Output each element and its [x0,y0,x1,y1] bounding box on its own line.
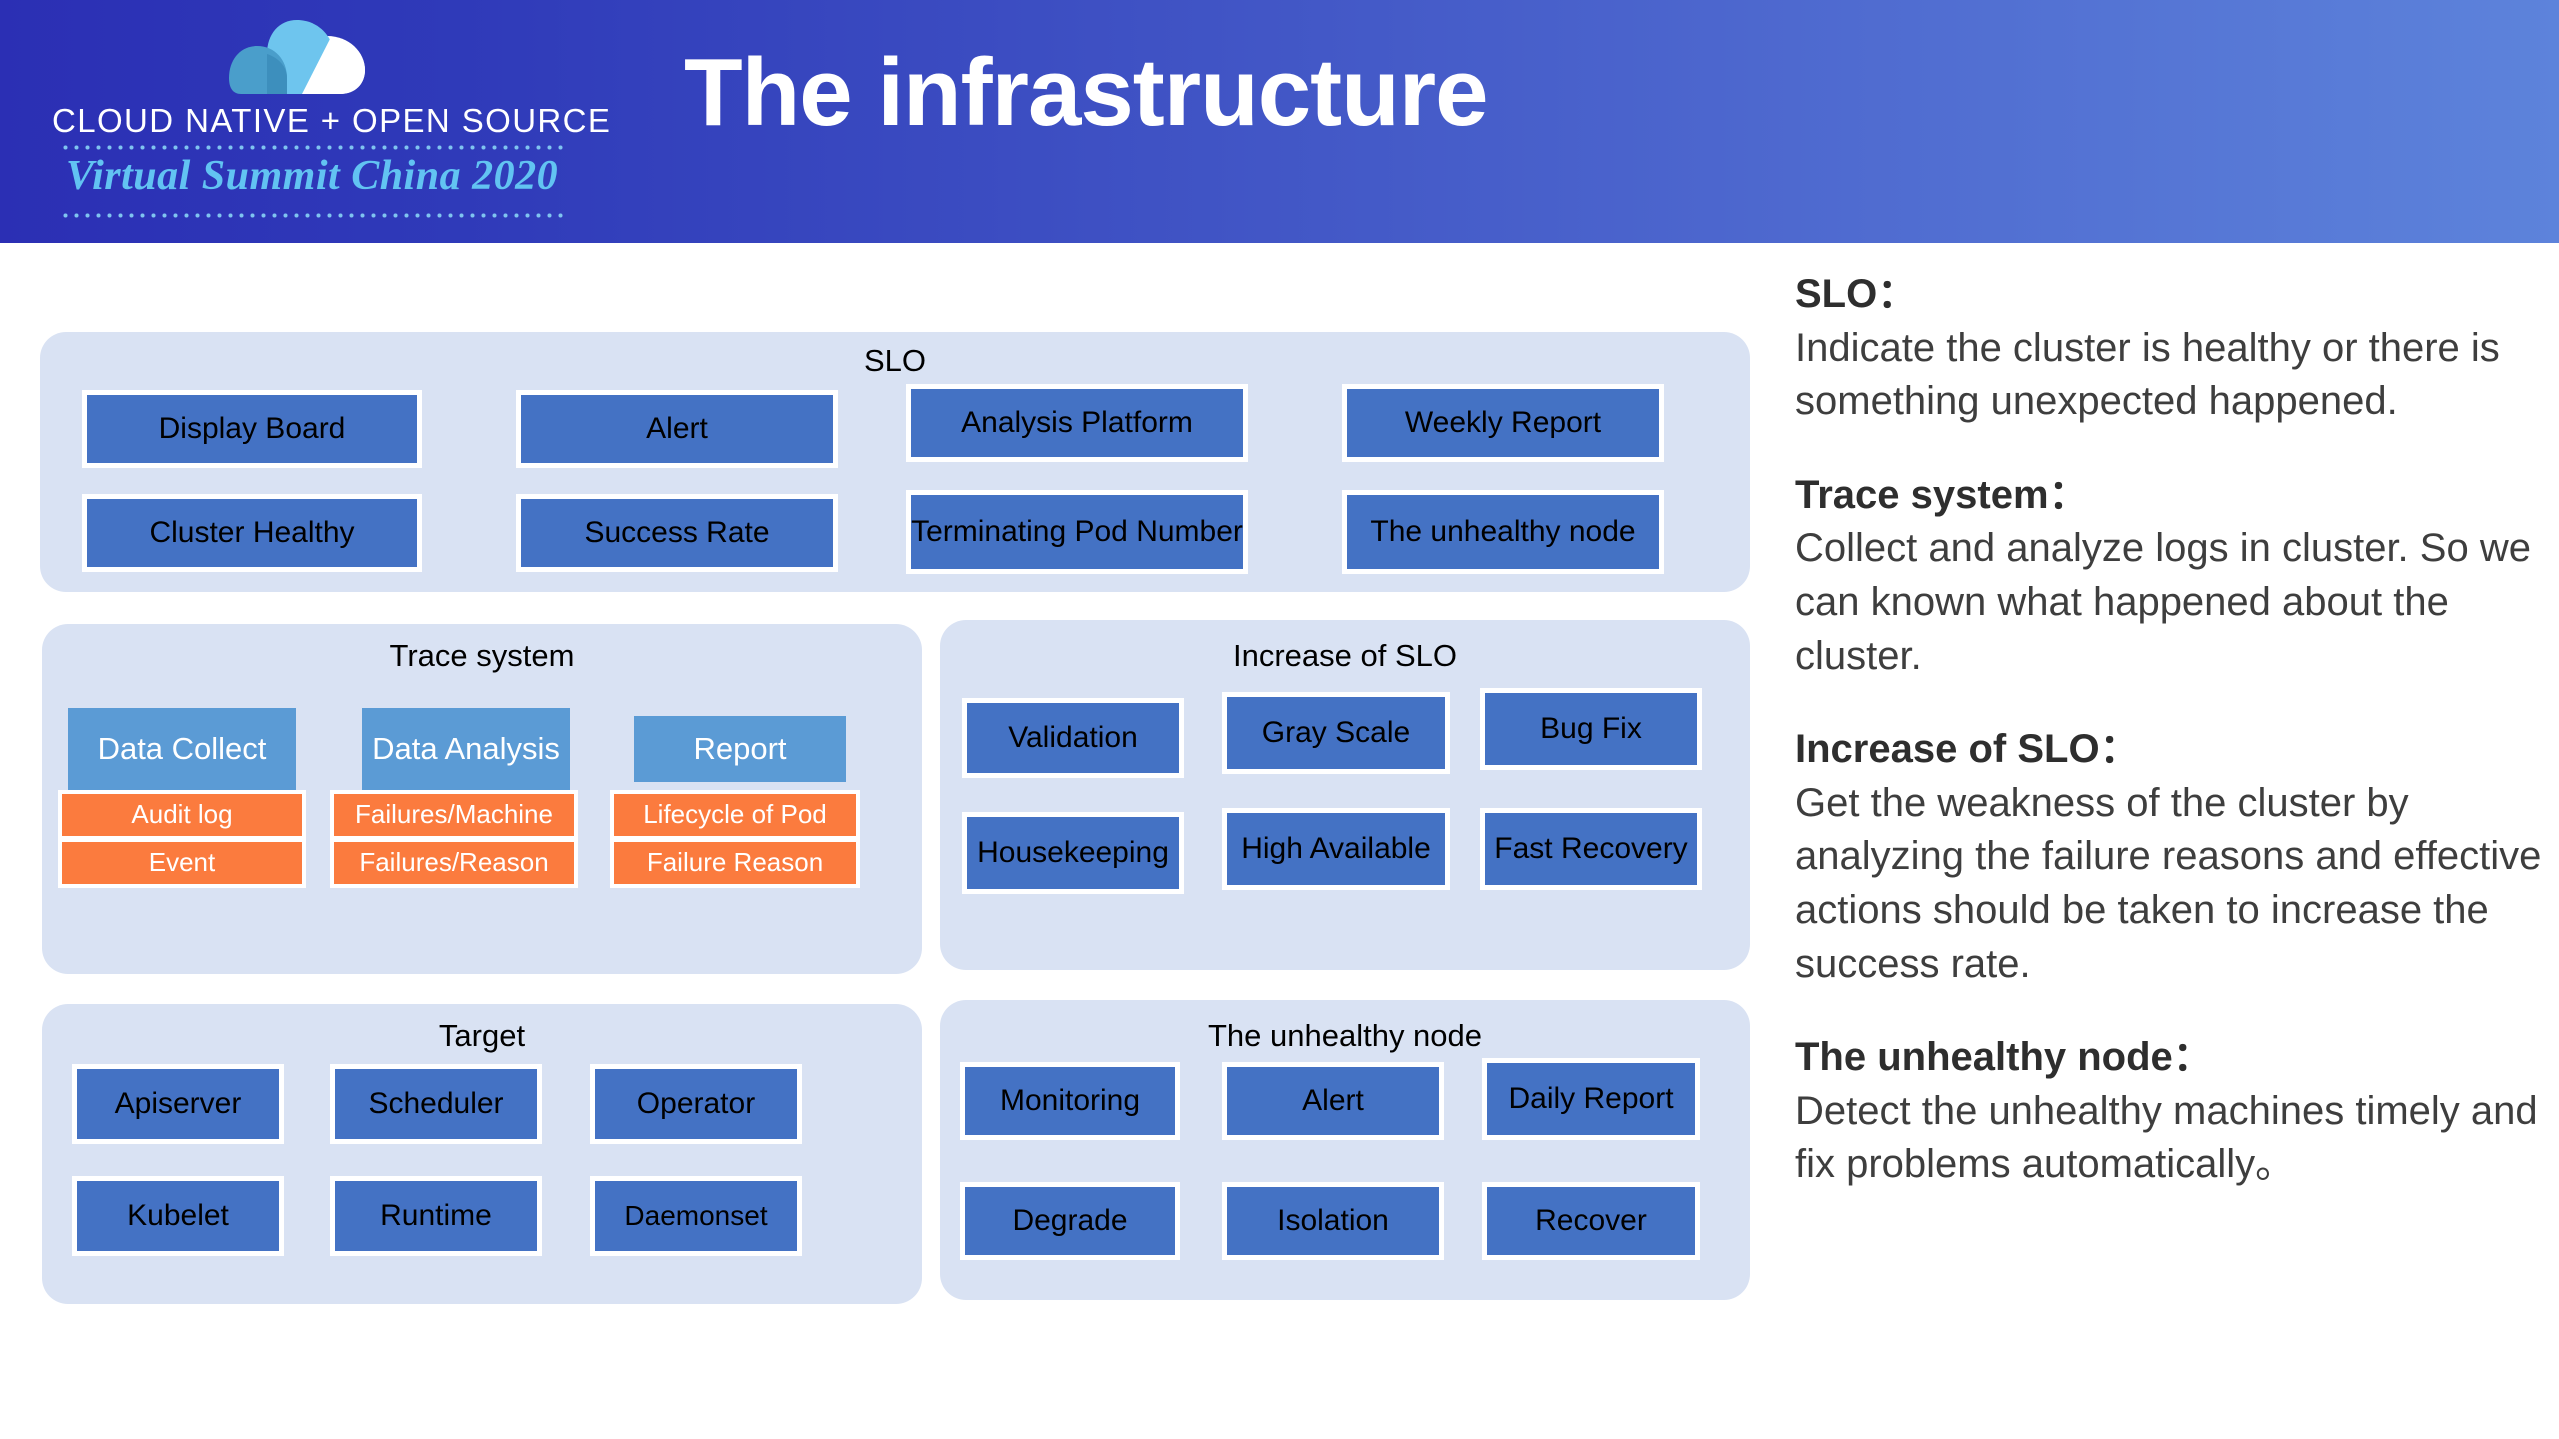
cloud-logo-icon [229,20,365,94]
cell-the-unhealthy-node[interactable]: The unhealthy node [1342,490,1664,574]
panel-target: Target Apiserver Kubelet Scheduler Runti… [42,1004,922,1304]
panel-trace-system-title: Trace system [389,638,575,673]
cell-event[interactable]: Event [58,838,306,888]
panel-increase-of-slo-title: Increase of SLO [1232,638,1457,673]
cell-validation[interactable]: Validation [962,698,1184,778]
panel-unhealthy-node: The unhealthy node Monitoring Degrade Al… [940,1000,1750,1300]
cell-recover[interactable]: Recover [1482,1182,1700,1260]
note-trace-system-heading: Trace system： [1795,469,2555,523]
explanation-notes: SLO： Indicate the cluster is healthy or … [1795,268,2555,1232]
cell-isolation[interactable]: Isolation [1222,1182,1444,1260]
note-slo-separator: ： [1877,272,1918,316]
cell-daemonset[interactable]: Daemonset [590,1176,802,1256]
note-slo: SLO： Indicate the cluster is healthy or … [1795,268,2555,429]
cell-terminating-pod-number[interactable]: Terminating Pod Number [906,490,1248,574]
cell-failures-machine[interactable]: Failures/Machine [330,790,578,840]
note-unhealthy-node-heading: The unhealthy node： [1795,1031,2555,1085]
note-unhealthy-node-body: Detect the unhealthy machines timely and… [1795,1088,2538,1187]
note-trace-system-separator: ： [2048,472,2089,517]
cell-degrade[interactable]: Degrade [960,1182,1180,1260]
note-unhealthy-node-heading-text: The unhealthy node [1795,1035,2173,1080]
cell-high-available[interactable]: High Available [1222,808,1450,890]
cell-report[interactable]: Report [634,716,846,782]
page-title: The infrastructure [684,39,1488,146]
decorative-dot-line-bottom [60,212,564,219]
conference-subtitle: Virtual Summit China 2020 [65,153,559,199]
panel-slo: SLO Display Board Cluster Healthy Alert … [40,332,1750,592]
note-increase-of-slo-separator: ： [2099,727,2140,772]
note-increase-of-slo-body: Get the weakness of the cluster by analy… [1795,780,2542,986]
cell-weekly-report[interactable]: Weekly Report [1342,384,1664,462]
cell-housekeeping[interactable]: Housekeeping [962,812,1184,894]
note-slo-heading-text: SLO [1795,272,1878,316]
cell-lifecycle-of-pod[interactable]: Lifecycle of Pod [610,790,860,840]
cell-display-board[interactable]: Display Board [82,390,422,468]
note-trace-system-body: Collect and analyze logs in cluster. So … [1795,526,2531,678]
note-slo-heading: SLO： [1795,268,2555,322]
note-trace-system-heading-text: Trace system [1795,472,2049,517]
cell-data-collect[interactable]: Data Collect [68,708,296,790]
note-increase-of-slo-heading-text: Increase of SLO [1795,727,2100,772]
cell-audit-log[interactable]: Audit log [58,790,306,840]
cell-alert-node[interactable]: Alert [1222,1062,1444,1140]
conference-name: CLOUD NATIVE + OPEN SOURCE [52,102,612,139]
cell-bug-fix[interactable]: Bug Fix [1480,688,1702,770]
cell-scheduler[interactable]: Scheduler [330,1064,542,1144]
panel-trace-system: Trace system Data Collect Audit log Even… [42,624,922,974]
note-unhealthy-node: The unhealthy node： Detect the unhealthy… [1795,1031,2555,1192]
note-trace-system: Trace system： Collect and analyze logs i… [1795,469,2555,683]
panel-target-title: Target [438,1018,526,1053]
cell-fast-recovery[interactable]: Fast Recovery [1480,808,1702,890]
note-slo-body: Indicate the cluster is healthy or there… [1795,325,2500,424]
cell-failure-reason[interactable]: Failure Reason [610,838,860,888]
cell-success-rate[interactable]: Success Rate [516,494,838,572]
cell-apiserver[interactable]: Apiserver [72,1064,284,1144]
cell-monitoring[interactable]: Monitoring [960,1062,1180,1140]
panel-increase-of-slo: Increase of SLO Validation Housekeeping … [940,620,1750,970]
cell-operator[interactable]: Operator [590,1064,802,1144]
cell-analysis-platform[interactable]: Analysis Platform [906,384,1248,462]
cell-alert-slo[interactable]: Alert [516,390,838,468]
cell-cluster-healthy[interactable]: Cluster Healthy [82,494,422,572]
slide-header-banner: CLOUD NATIVE + OPEN SOURCE Virtual Summi… [0,0,2559,243]
cell-failures-reason[interactable]: Failures/Reason [330,838,578,888]
cell-daily-report[interactable]: Daily Report [1482,1058,1700,1140]
cell-data-analysis[interactable]: Data Analysis [362,708,570,790]
note-increase-of-slo: Increase of SLO： Get the weakness of the… [1795,723,2555,991]
conference-logo-block: CLOUD NATIVE + OPEN SOURCE Virtual Summi… [52,14,612,229]
panel-unhealthy-node-title: The unhealthy node [1207,1018,1483,1053]
decorative-dot-line-top [60,144,564,151]
note-increase-of-slo-heading: Increase of SLO： [1795,723,2555,777]
note-unhealthy-node-separator: ： [2172,1035,2213,1080]
cell-kubelet[interactable]: Kubelet [72,1176,284,1256]
cell-runtime[interactable]: Runtime [330,1176,542,1256]
panel-slo-title: SLO [863,343,927,378]
cell-gray-scale[interactable]: Gray Scale [1222,692,1450,774]
